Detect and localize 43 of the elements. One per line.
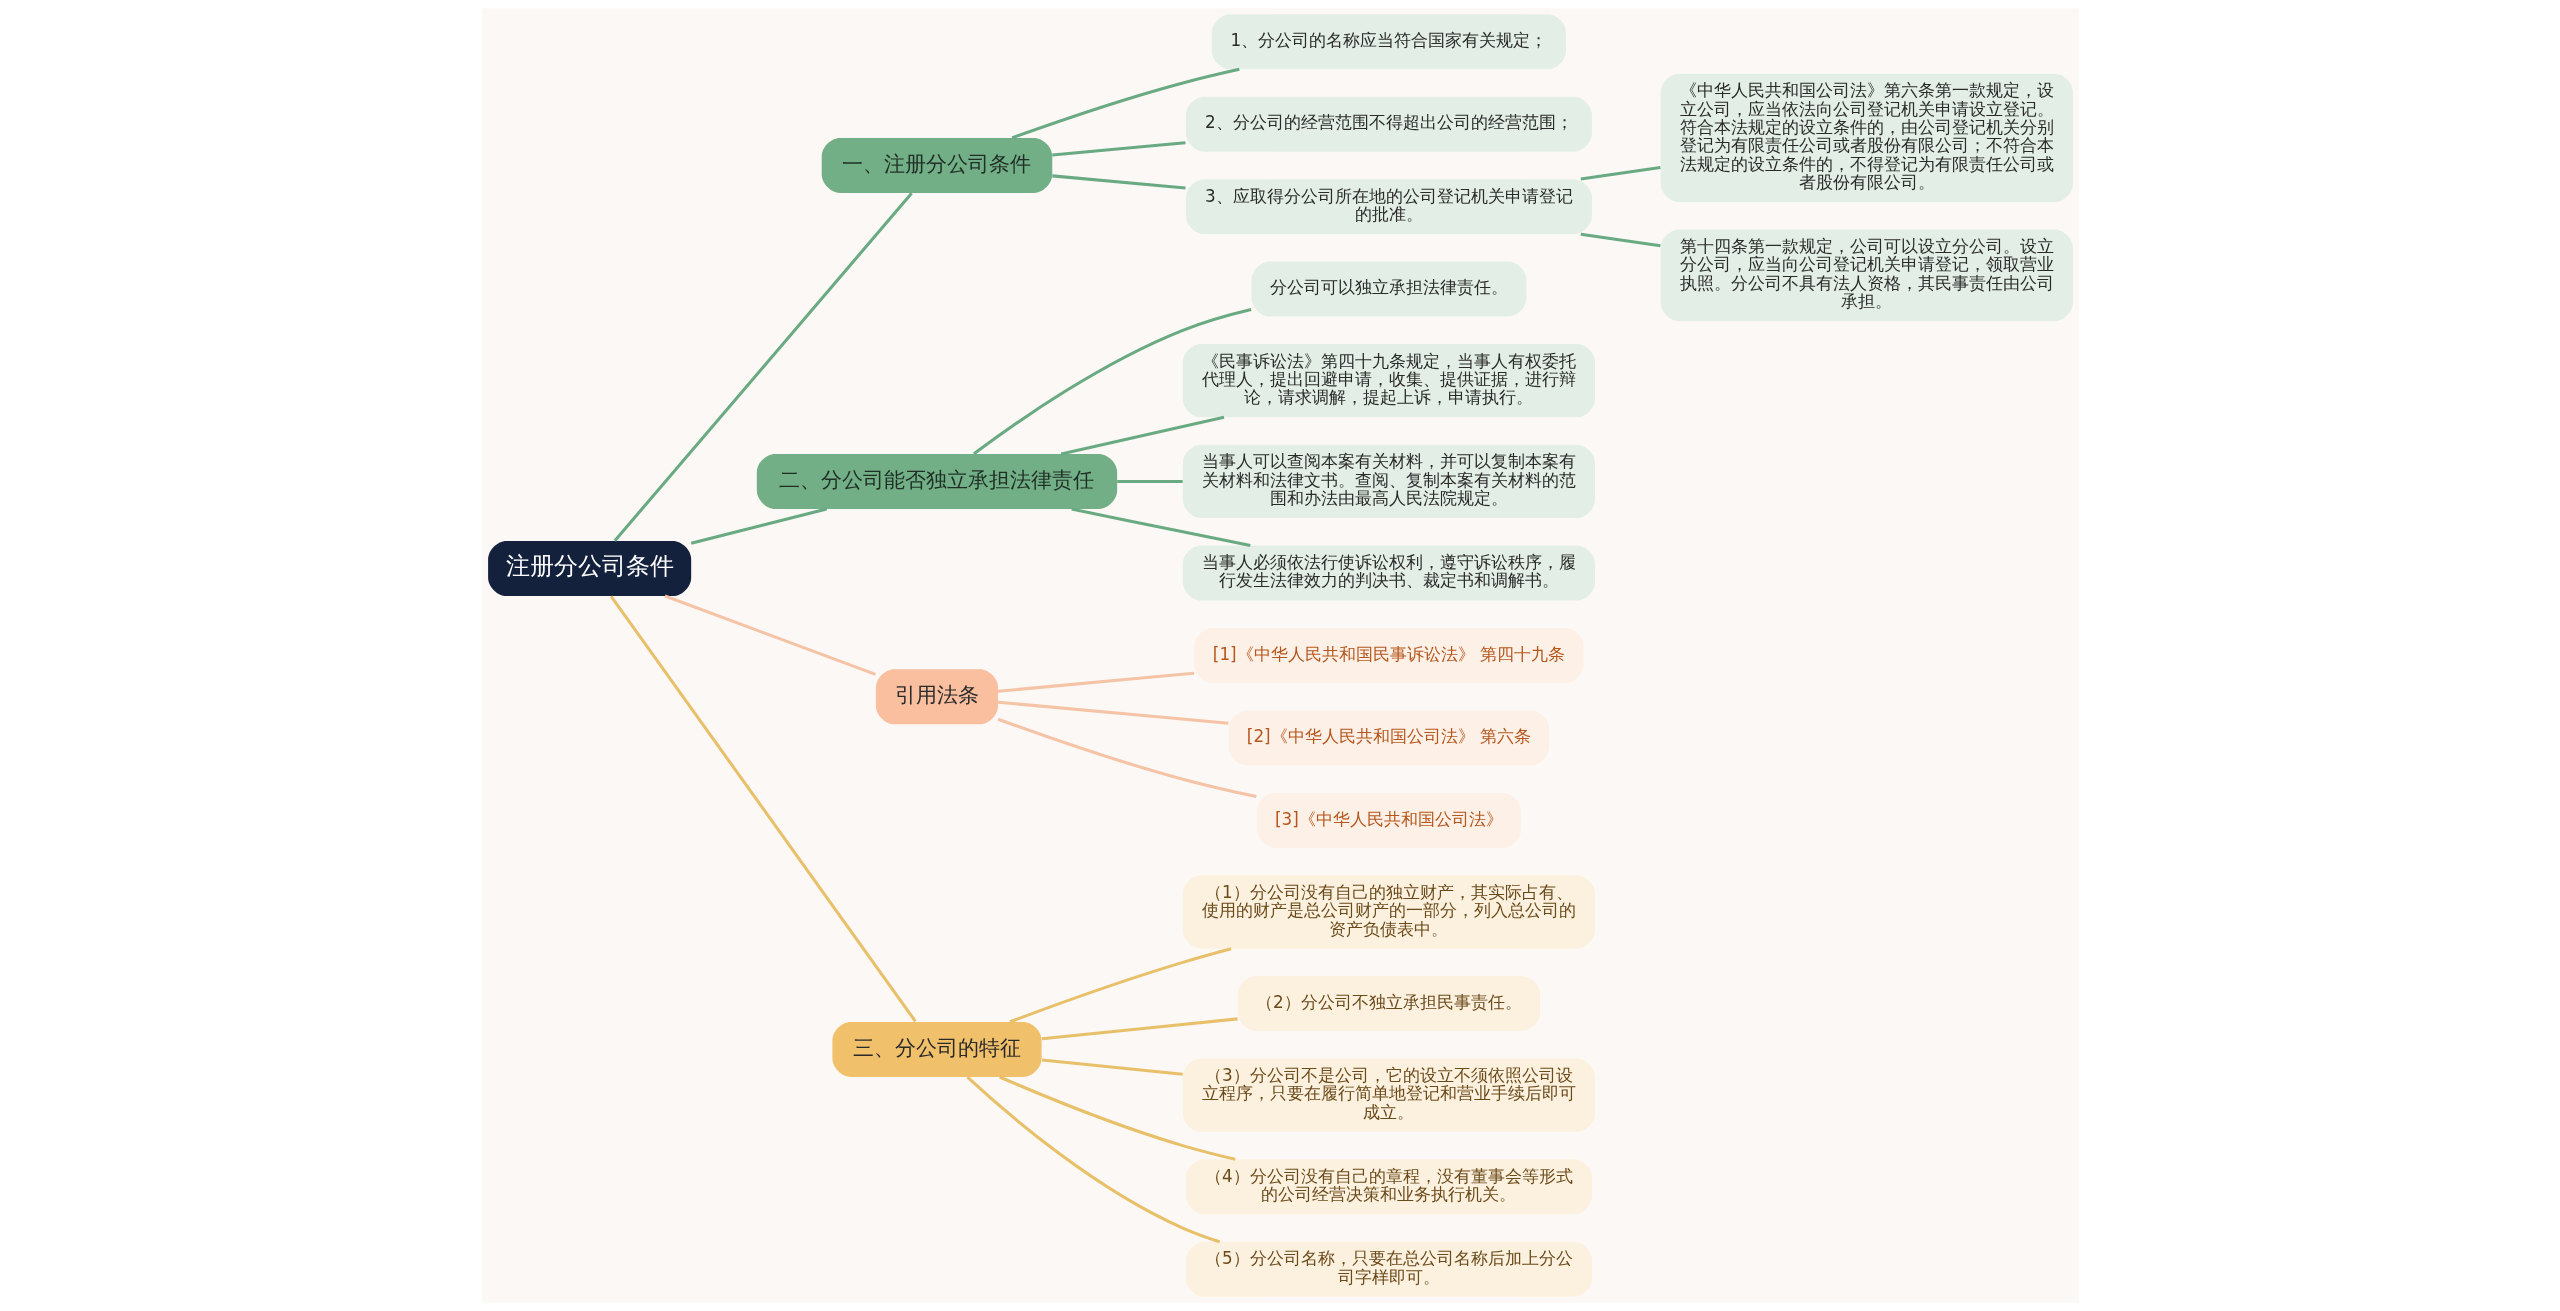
connector	[997, 700, 1228, 725]
node-box: 3、应取得分公司所在地的公司登记机关申请登记的批准。	[1185, 179, 1592, 235]
node-box: [2]《中华人民共和国公司法》 第六条	[1228, 710, 1549, 766]
connector	[1041, 1017, 1238, 1041]
connector	[690, 507, 827, 545]
node-box: 第十四条第一款规定，公司可以设立分公司。设立分公司，应当向公司登记机关申请登记，领取营业执照。分公司不具有法人资格，其民事责任由公司承担。	[1660, 229, 2073, 322]
connector	[1051, 174, 1186, 190]
connector	[1060, 415, 1224, 456]
node-box: （4）分公司没有自己的章程，没有董事会等形式的公司经营决策和业务执行机关。	[1185, 1159, 1592, 1215]
node-box: （5）分公司名称，只要在总公司名称后加上分公司字样即可。	[1185, 1241, 1592, 1297]
connector	[1580, 232, 1661, 248]
node-box: 注册分公司条件	[487, 541, 691, 596]
node-box: 1、分公司的名称应当符合国家有关规定；	[1211, 14, 1566, 70]
node-box: 2、分公司的经营范围不得超出公司的经营范围；	[1185, 96, 1592, 152]
connector	[997, 717, 1257, 799]
connector	[1116, 479, 1183, 483]
node-box: 三、分公司的特征	[831, 1021, 1042, 1077]
node-box: （3）分公司不是公司，它的设立不须依照公司设立程序，只要在履行简单地登记和营业手续后即可成立。	[1182, 1058, 1595, 1132]
node-box: 《民事诉讼法》第四十九条规定，当事人有权委托代理人，提出回避申请，收集、提供证据，进行辩论，请求调解，提起上诉，申请执行。	[1182, 344, 1595, 418]
connector	[1051, 141, 1186, 157]
node-box: 引用法条	[875, 669, 998, 725]
connector	[965, 1076, 1220, 1244]
connector	[1070, 507, 1251, 548]
node-box: 一、注册分公司条件	[821, 137, 1052, 193]
node-box: （2）分公司不独立承担民事责任。	[1237, 976, 1540, 1032]
connector	[972, 308, 1251, 456]
node-box: [3]《中华人民共和国公司法》	[1256, 792, 1521, 848]
node-box: [1]《中华人民共和国民事诉讼法》 第四十九条	[1193, 628, 1584, 683]
node-box: 当事人可以查阅本案有关材料，并可以复制本案有关材料和法律文书。查阅、复制本案有关材料的范围和办法由最高人民法院规定。	[1182, 444, 1595, 519]
connector	[609, 595, 917, 1023]
connector	[613, 192, 913, 542]
node-box: 分公司可以独立承担法律责任。	[1251, 261, 1526, 317]
connector	[997, 671, 1194, 693]
connector	[1009, 947, 1231, 1024]
node-box: 当事人必须依法行使诉讼权利，遵守诉讼秩序，履行发生法律效力的判决书、裁定书和调解书。	[1182, 545, 1595, 601]
connector	[1011, 67, 1240, 140]
connector	[998, 1075, 1236, 1161]
connector	[664, 594, 876, 676]
node-box: 《中华人民共和国公司法》第六条第一款规定，设立公司，应当依法向公司登记机关申请设立登记。符合本法规定的设立条件的，由公司登记机关分别登记为有限责任公司或者股份有限公司；不符合本法规定的设立条件的，不得登记为有限责任公司或者股份有限公司。	[1660, 73, 2073, 203]
node-box: （1）分公司没有自己的独立财产，其实际占有、使用的财产是总公司财产的一部分，列入总公司的资产负债表中。	[1182, 875, 1595, 949]
node-box: 二、分公司能否独立承担法律责任	[756, 453, 1117, 509]
connector	[1041, 1058, 1183, 1076]
connector	[1580, 166, 1661, 181]
